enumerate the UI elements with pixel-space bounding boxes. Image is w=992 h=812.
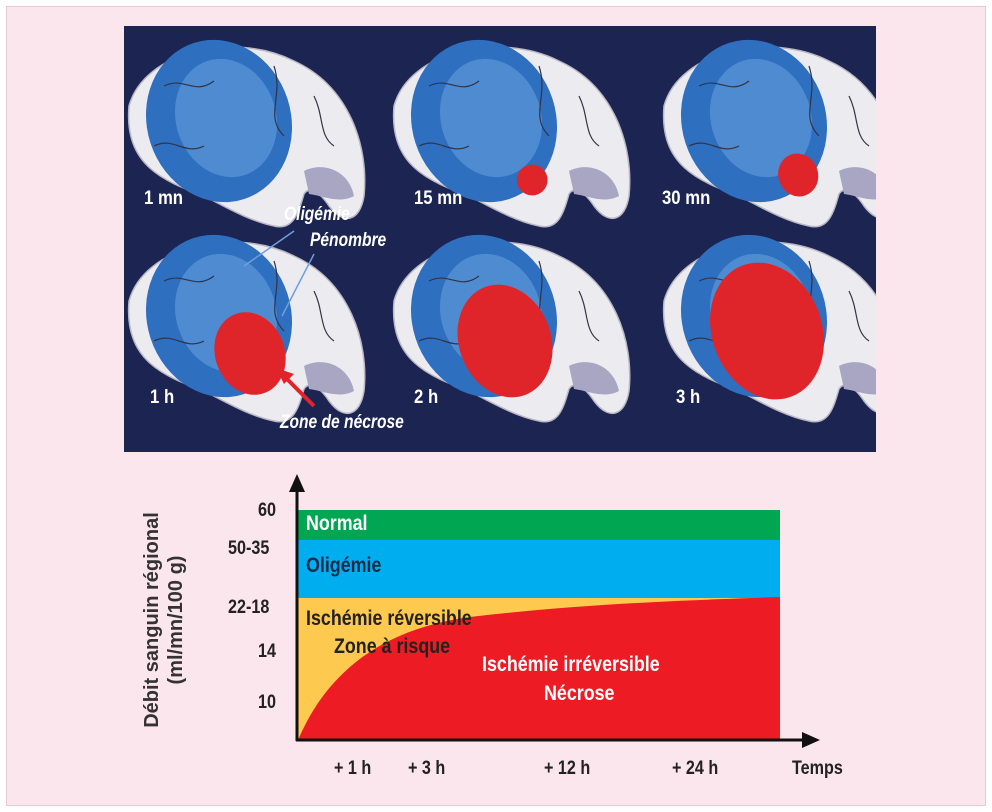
band-label-risk-zone: Zone à risque	[334, 635, 451, 658]
sulcus-line	[578, 95, 600, 147]
y-axis-arrow	[289, 474, 305, 492]
band-oligemia	[298, 540, 780, 598]
brain-2	[662, 39, 876, 228]
cerebellum	[304, 167, 354, 200]
band-label-necrosis: Nécrose	[544, 682, 615, 705]
brain-0	[127, 39, 366, 228]
necrosis-zone	[214, 312, 286, 395]
sulcus-line	[313, 290, 335, 342]
cerebellum	[839, 362, 876, 395]
sulcus-line	[153, 337, 205, 345]
y-axis-label-line1: Débit sanguin régional	[141, 512, 163, 728]
sulcus-line	[273, 65, 285, 137]
cerebellum	[569, 362, 619, 395]
necrosis-zone	[516, 164, 548, 196]
stage-label: 2 h	[414, 387, 439, 408]
sulcus-line	[688, 142, 740, 150]
necrosis-zone	[710, 262, 824, 400]
sulcus-line	[428, 80, 480, 88]
sulcus-line	[163, 80, 215, 88]
band-label-reversible: Ischémie réversible	[306, 607, 472, 630]
brain-4	[392, 234, 631, 423]
y-tick: 10	[258, 692, 276, 713]
brain-1	[392, 39, 631, 228]
stage-label: 30 mn	[662, 188, 711, 209]
brain-5	[662, 234, 876, 423]
necrosis-zone	[778, 153, 819, 197]
necrosis-arrow-head	[276, 368, 294, 384]
sulcus-line	[848, 95, 870, 147]
sulcus-line	[848, 290, 870, 342]
necrosis-zone-annotation: Zone de nécrose	[280, 412, 404, 433]
penumbra-annotation: Pénombre	[310, 230, 387, 251]
necrosis-zone	[457, 284, 553, 398]
band-label-normal: Normal	[306, 512, 368, 535]
sulcus-line	[698, 80, 750, 88]
sulcus-line	[153, 142, 205, 150]
oligemia-pointer	[243, 230, 295, 267]
cerebellum	[839, 167, 876, 200]
x-axis-label: Temps	[792, 758, 843, 779]
band-label-oligemia: Oligémie	[306, 554, 382, 577]
sulcus-line	[313, 95, 335, 147]
cerebellum	[304, 362, 354, 395]
cerebellum	[569, 167, 619, 200]
stage-label: 3 h	[676, 387, 701, 408]
brain-illustrations	[127, 39, 876, 423]
y-axis-label: Débit sanguin régional (ml/mn/100 g)	[140, 505, 188, 735]
stage-label: 15 mn	[414, 188, 463, 209]
band-label-irreversible: Ischémie irréversible	[482, 653, 660, 676]
band-irreversible-ischemia	[298, 597, 780, 740]
sulcus-line	[418, 142, 470, 150]
sulcus-line	[538, 65, 550, 137]
x-axis-arrow	[802, 732, 820, 748]
sulcus-line	[808, 65, 820, 137]
oligemia-annotation: Oligémie	[284, 204, 350, 225]
brain-panel: 1 mn 15 mn 30 mn 1 h 2 h 3 h Oligémie Pé…	[124, 26, 876, 452]
necrosis-arrow	[282, 374, 316, 408]
sulcus-line	[578, 290, 600, 342]
y-tick: 14	[258, 641, 276, 662]
x-tick: + 3 h	[408, 758, 446, 779]
y-axis-label-line2: (ml/mn/100 g)	[165, 555, 187, 685]
y-tick: 60	[258, 500, 276, 521]
y-tick: 50-35	[228, 538, 270, 559]
sulcus-line	[273, 260, 285, 332]
penumbra-pointer	[281, 253, 315, 317]
x-tick: + 1 h	[334, 758, 372, 779]
sulcus-line	[163, 275, 215, 283]
y-tick: 22-18	[228, 597, 270, 618]
x-tick: + 12 h	[544, 758, 591, 779]
brain-3	[127, 234, 366, 423]
band-normal	[298, 510, 780, 540]
sulcus-line	[428, 275, 480, 283]
x-tick: + 24 h	[672, 758, 719, 779]
stage-label: 1 h	[150, 387, 175, 408]
stage-label: 1 mn	[144, 188, 184, 209]
